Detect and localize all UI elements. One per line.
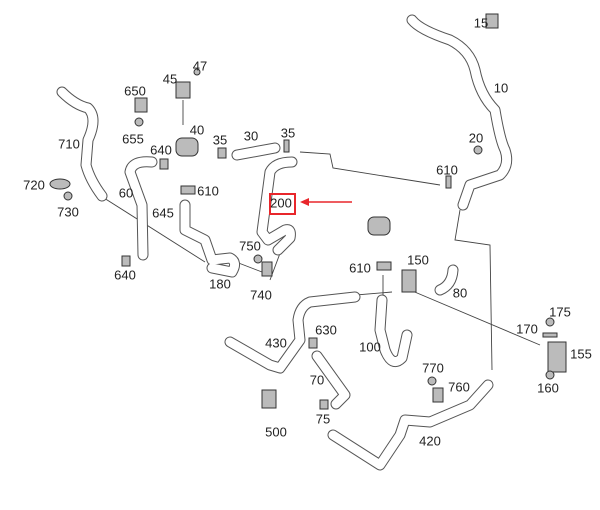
label-610-b[interactable]: 610 xyxy=(436,162,458,178)
label-150[interactable]: 150 xyxy=(407,252,429,268)
highlight-box-200 xyxy=(269,193,296,215)
hose-430 xyxy=(224,291,361,374)
label-75[interactable]: 75 xyxy=(315,411,331,427)
label-70[interactable]: 70 xyxy=(309,372,325,388)
hose-180 xyxy=(179,199,241,278)
nut-750 xyxy=(253,254,263,264)
pump-40 xyxy=(175,137,199,157)
label-47[interactable]: 47 xyxy=(192,58,208,74)
part-15 xyxy=(485,13,499,29)
clamp-640a xyxy=(159,158,169,170)
label-160[interactable]: 160 xyxy=(537,380,559,396)
clamp-760 xyxy=(432,387,444,403)
label-100[interactable]: 100 xyxy=(359,339,381,355)
nut-160 xyxy=(545,370,555,380)
label-155[interactable]: 155 xyxy=(570,346,592,362)
label-30[interactable]: 30 xyxy=(243,128,259,144)
label-80[interactable]: 80 xyxy=(452,285,468,301)
label-170[interactable]: 170 xyxy=(516,321,538,337)
label-610-c[interactable]: 610 xyxy=(349,260,371,276)
label-20[interactable]: 20 xyxy=(468,130,484,146)
label-10[interactable]: 10 xyxy=(493,80,509,96)
label-740[interactable]: 740 xyxy=(250,287,272,303)
clamp-75 xyxy=(319,399,329,410)
clamp-35a xyxy=(217,147,227,159)
label-770[interactable]: 770 xyxy=(422,360,444,376)
bracket-45 xyxy=(175,81,191,99)
label-650[interactable]: 650 xyxy=(124,83,146,99)
hose-420 xyxy=(327,379,494,471)
label-15[interactable]: 15 xyxy=(473,15,489,31)
bracket-650 xyxy=(134,97,148,113)
clamp-740 xyxy=(261,261,273,277)
clamp-630 xyxy=(308,337,318,349)
label-640-b[interactable]: 640 xyxy=(114,267,136,283)
hose-710 xyxy=(56,86,108,202)
label-40[interactable]: 40 xyxy=(189,122,205,138)
label-760[interactable]: 760 xyxy=(448,379,470,395)
label-720[interactable]: 720 xyxy=(23,177,45,193)
label-645[interactable]: 645 xyxy=(152,205,174,221)
label-430[interactable]: 430 xyxy=(265,335,287,351)
small-parts xyxy=(49,13,567,410)
nut-175 xyxy=(545,317,555,327)
label-200[interactable]: 200 xyxy=(270,195,292,211)
hose-80 xyxy=(434,264,459,296)
label-60[interactable]: 60 xyxy=(118,185,134,201)
hose-10 xyxy=(406,14,513,211)
clamp-35b xyxy=(283,139,290,153)
label-630[interactable]: 630 xyxy=(315,322,337,338)
hose-60 xyxy=(124,156,158,261)
label-45[interactable]: 45 xyxy=(162,71,178,87)
label-640[interactable]: 640 xyxy=(150,142,172,158)
label-730[interactable]: 730 xyxy=(57,204,79,220)
label-35-b[interactable]: 35 xyxy=(280,125,296,141)
clamp-720 xyxy=(49,178,71,190)
clamp-610b xyxy=(445,175,452,189)
label-610[interactable]: 610 xyxy=(197,183,219,199)
label-710[interactable]: 710 xyxy=(58,136,80,152)
part-500 xyxy=(261,389,277,409)
hose-30 xyxy=(231,142,281,161)
label-655[interactable]: 655 xyxy=(122,131,144,147)
pump-upper xyxy=(367,216,391,236)
clamp-610c xyxy=(376,261,392,271)
hose-100 xyxy=(374,294,413,368)
hose-70 xyxy=(311,350,351,410)
nut-730 xyxy=(63,191,73,201)
label-175[interactable]: 175 xyxy=(549,304,571,320)
hose-200 xyxy=(256,156,298,256)
highlight-arrow xyxy=(300,198,352,206)
hoses xyxy=(56,14,513,471)
label-35[interactable]: 35 xyxy=(212,132,228,148)
label-180[interactable]: 180 xyxy=(209,276,231,292)
label-750[interactable]: 750 xyxy=(239,238,261,254)
label-500[interactable]: 500 xyxy=(265,424,287,440)
nut-770 xyxy=(427,376,437,386)
bolt-47 xyxy=(193,68,201,76)
bolt-170 xyxy=(542,332,558,338)
nut-655 xyxy=(134,117,144,127)
valve-150 xyxy=(401,269,417,293)
nut-20 xyxy=(473,145,483,155)
clamp-640b xyxy=(121,255,131,267)
clamp-610a xyxy=(180,185,196,195)
label-420[interactable]: 420 xyxy=(419,433,441,449)
bracket-155 xyxy=(547,341,567,373)
